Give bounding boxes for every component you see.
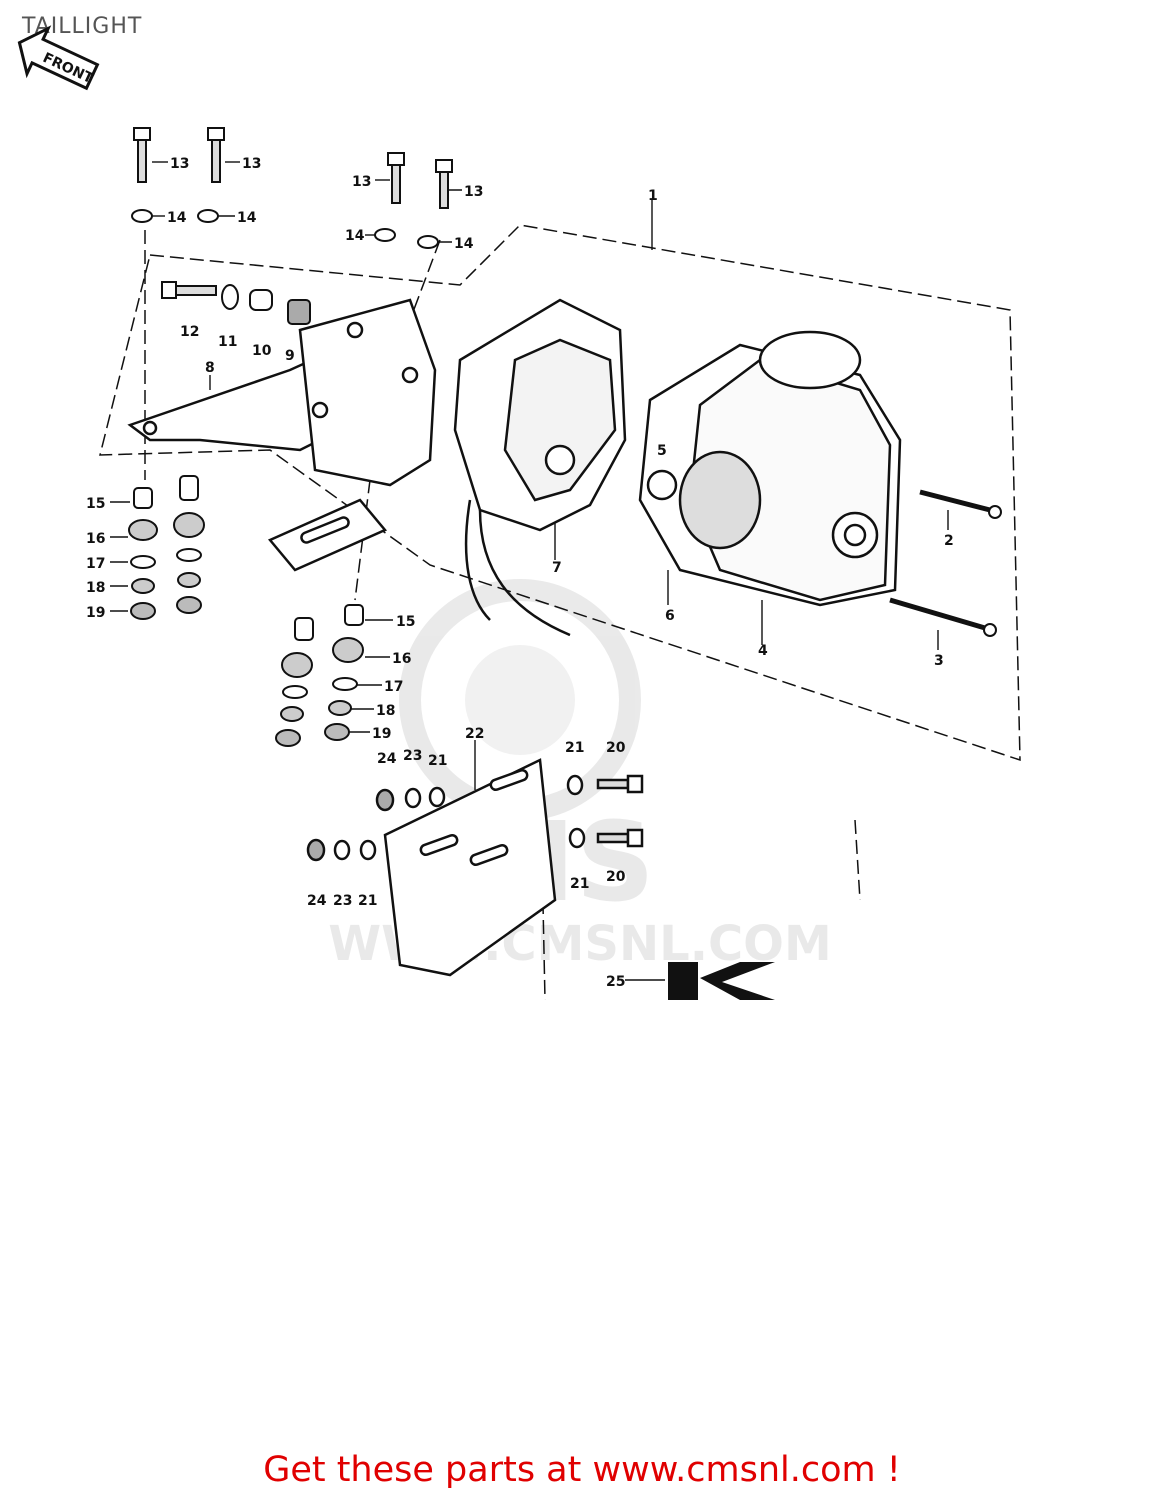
callout-12: 12 [180, 324, 199, 340]
callout-19: 19 [372, 726, 391, 742]
callout-17: 17 [384, 679, 403, 695]
callout-13: 13 [464, 184, 483, 200]
callout-17: 17 [86, 556, 105, 572]
callout-3: 3 [934, 653, 944, 669]
callout-15: 15 [396, 614, 415, 630]
callout-16: 16 [392, 651, 411, 667]
callout-8: 8 [205, 360, 215, 376]
callout-13: 13 [170, 156, 189, 172]
callout-20: 20 [606, 740, 626, 756]
screws [889, 489, 1002, 637]
plate-bracket-22 [306, 758, 644, 977]
callout-6: 6 [665, 608, 675, 624]
callout-labels: 1 2 3 4 5 6 7 8 9 10 11 12 13 13 13 13 1… [86, 156, 954, 990]
callout-14: 14 [345, 228, 365, 244]
callout-23: 23 [403, 748, 422, 764]
bolts-and-washers [131, 127, 453, 325]
callout-10: 10 [252, 343, 272, 359]
callout-2: 2 [944, 533, 954, 549]
callout-24: 24 [377, 751, 397, 767]
leader-lines [110, 161, 949, 981]
footer-cta-link[interactable]: Get these parts at www.cmsnl.com ! [263, 1450, 901, 1490]
callout-24: 24 [307, 893, 327, 909]
callout-14: 14 [237, 210, 257, 226]
callout-15: 15 [86, 496, 105, 512]
callout-11: 11 [218, 334, 237, 350]
callout-18: 18 [86, 580, 105, 596]
callout-5: 5 [657, 443, 667, 459]
callout-25: 25 [606, 974, 625, 990]
callout-14: 14 [167, 210, 187, 226]
bracket-8 [127, 298, 437, 572]
callout-4: 4 [758, 643, 768, 659]
housing-4 [638, 330, 902, 607]
grommet-stacks [128, 475, 364, 747]
callout-16: 16 [86, 531, 105, 547]
callout-9: 9 [285, 348, 295, 364]
callout-21: 21 [565, 740, 584, 756]
callout-21: 21 [358, 893, 377, 909]
callout-13: 13 [242, 156, 261, 172]
callout-19: 19 [86, 605, 105, 621]
callout-1: 1 [648, 188, 658, 204]
callout-21: 21 [428, 753, 447, 769]
callout-14: 14 [454, 236, 474, 252]
callout-13: 13 [352, 174, 371, 190]
lens-7 [453, 298, 627, 637]
emblem-25 [668, 962, 775, 1000]
callout-18: 18 [376, 703, 395, 719]
callout-20: 20 [606, 869, 626, 885]
callout-22: 22 [465, 726, 484, 742]
front-arrow-badge: FRONT [17, 25, 100, 91]
callout-23: 23 [333, 893, 352, 909]
callout-7: 7 [552, 560, 562, 576]
callout-21: 21 [570, 876, 589, 892]
